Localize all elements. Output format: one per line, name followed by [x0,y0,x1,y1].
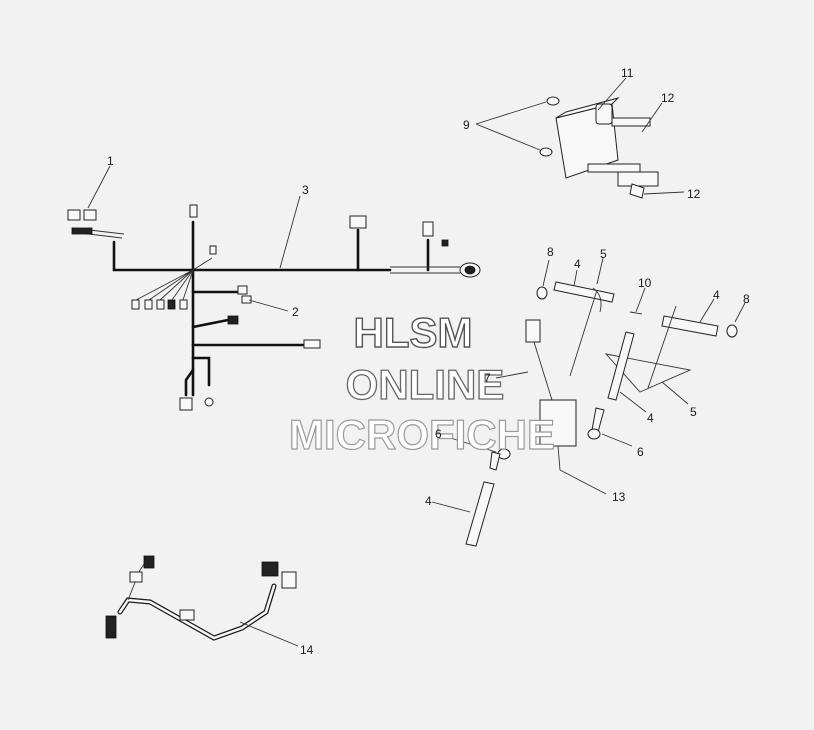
callout-12-b: 12 [687,187,701,201]
callout-4-c: 4 [647,411,654,425]
control-module-assembly [539,96,659,199]
watermark-line-2: ONLINE [346,361,505,408]
callout-1: 1 [107,154,114,168]
callout-7: 7 [484,371,491,385]
callout-9: 9 [463,118,470,132]
callout-4-b: 4 [713,288,720,302]
mounting-hardware [465,281,738,547]
callout-6-b: 6 [637,445,644,459]
callout-12-a: 12 [661,91,675,105]
callout-14: 14 [300,643,314,657]
callout-4-d: 4 [425,494,432,508]
harness-connectors [67,204,481,411]
callout-5-b: 5 [690,405,697,419]
callout-10: 10 [638,276,652,290]
callout-5-a: 5 [600,247,607,261]
watermark-line-1: HLSM [354,309,473,356]
main-wire-harness [112,220,460,397]
leader-lines [87,77,746,647]
connector-part-2 [241,295,252,304]
callout-8-b: 8 [743,292,750,306]
watermark-line-3: MICROFICHE [289,411,555,458]
callout-2: 2 [292,305,299,319]
callout-3: 3 [302,183,309,197]
watermark: HLSM ONLINE MICROFICHE [288,308,555,458]
callout-8-a: 8 [547,245,554,259]
callout-13: 13 [612,490,626,504]
callout-4-a: 4 [574,257,581,271]
callout-6-a: 6 [435,427,442,441]
sub-harness [105,555,297,641]
callout-11: 11 [621,66,634,80]
callouts: 1 2 3 4 4 4 4 5 5 6 6 7 8 8 9 10 11 12 1… [107,66,750,657]
